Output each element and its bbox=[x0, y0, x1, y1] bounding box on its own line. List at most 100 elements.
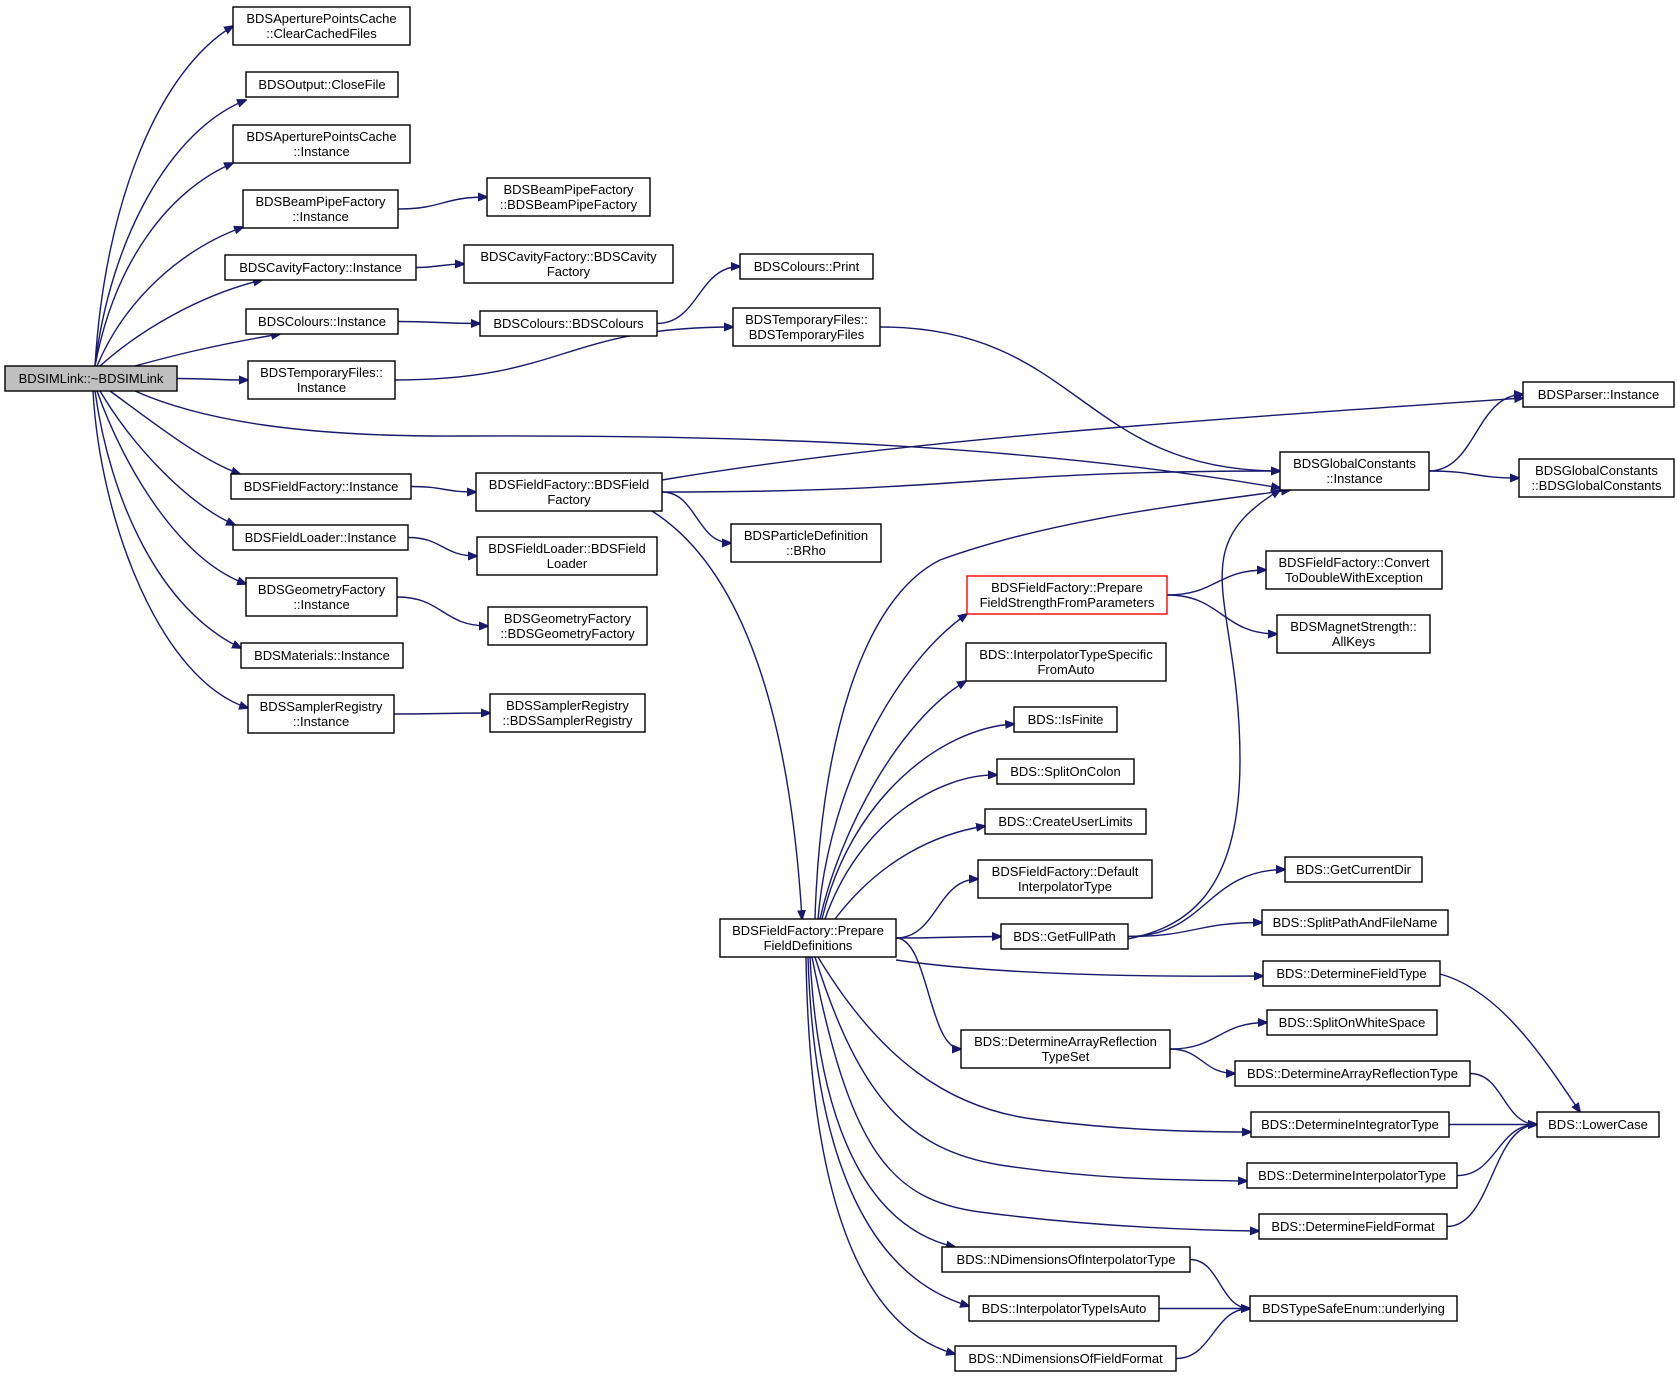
node-box[interactable] bbox=[966, 575, 1168, 615]
node-box[interactable] bbox=[977, 859, 1153, 899]
node-box[interactable] bbox=[240, 642, 404, 669]
node-dit[interactable]: BDS::DetermineIntegratorType bbox=[1250, 1111, 1450, 1138]
node-srCtor[interactable]: BDSSamplerRegistry::BDSSamplerRegistry bbox=[489, 693, 646, 733]
node-box[interactable] bbox=[954, 1345, 1177, 1372]
node-box[interactable] bbox=[1261, 909, 1449, 936]
node-box[interactable] bbox=[230, 473, 412, 500]
node-srInst[interactable]: BDSSamplerRegistry::Instance bbox=[247, 694, 395, 734]
node-box[interactable] bbox=[739, 253, 874, 280]
node-box[interactable] bbox=[1013, 706, 1118, 733]
node-splitWS[interactable]: BDS::SplitOnWhiteSpace bbox=[1266, 1009, 1438, 1036]
node-box[interactable] bbox=[487, 606, 648, 646]
node-gcInst[interactable]: BDSGlobalConstants::Instance bbox=[1279, 451, 1430, 491]
node-bpfInst[interactable]: BDSBeamPipeFactory::Instance bbox=[242, 189, 399, 229]
node-box[interactable] bbox=[1000, 923, 1129, 950]
node-box[interactable] bbox=[232, 524, 409, 551]
node-convert[interactable]: BDSFieldFactory::ConvertToDoubleWithExce… bbox=[1265, 550, 1443, 590]
node-ndff[interactable]: BDS::NDimensionsOfFieldFormat bbox=[954, 1345, 1177, 1372]
node-box[interactable] bbox=[1249, 1295, 1458, 1322]
node-box[interactable] bbox=[1262, 960, 1441, 987]
node-colInst[interactable]: BDSColours::Instance bbox=[245, 308, 399, 335]
node-flInst[interactable]: BDSFieldLoader::Instance bbox=[232, 524, 409, 551]
node-box[interactable] bbox=[960, 1029, 1171, 1069]
node-gcCtor[interactable]: BDSGlobalConstants::BDSGlobalConstants bbox=[1518, 458, 1675, 498]
node-box[interactable] bbox=[247, 360, 396, 400]
node-box[interactable] bbox=[476, 536, 658, 576]
node-box[interactable] bbox=[984, 808, 1147, 835]
node-tmpInst[interactable]: BDSTemporaryFiles::Instance bbox=[247, 360, 396, 400]
node-itia[interactable]: BDS::InterpolatorTypeIsAuto bbox=[968, 1295, 1160, 1322]
node-box[interactable] bbox=[245, 577, 398, 617]
node-bpfCtor[interactable]: BDSBeamPipeFactory::BDSBeamPipeFactory bbox=[486, 177, 651, 217]
node-dart[interactable]: BDS::DetermineArrayReflectionType bbox=[1234, 1060, 1471, 1087]
node-flCtor[interactable]: BDSFieldLoader::BDSFieldLoader bbox=[476, 536, 658, 576]
node-box[interactable] bbox=[245, 71, 399, 98]
node-allKeys[interactable]: BDSMagnetStrength::AllKeys bbox=[1276, 614, 1431, 654]
node-colPrint[interactable]: BDSColours::Print bbox=[739, 253, 874, 280]
node-cavInst[interactable]: BDSCavityFactory::Instance bbox=[224, 254, 417, 281]
node-box[interactable] bbox=[965, 642, 1167, 682]
node-tmpCtor[interactable]: BDSTemporaryFiles::BDSTemporaryFiles bbox=[732, 307, 881, 347]
node-box[interactable] bbox=[1234, 1060, 1471, 1087]
node-box[interactable] bbox=[1258, 1213, 1448, 1240]
node-box[interactable] bbox=[479, 310, 658, 337]
node-box[interactable] bbox=[1266, 1009, 1438, 1036]
node-dinterp[interactable]: BDS::DetermineInterpolatorType bbox=[1246, 1162, 1458, 1189]
node-box[interactable] bbox=[1246, 1162, 1458, 1189]
node-box[interactable] bbox=[232, 124, 411, 164]
node-box[interactable] bbox=[224, 254, 417, 281]
node-box[interactable] bbox=[1265, 550, 1443, 590]
node-box[interactable] bbox=[1276, 614, 1431, 654]
node-underlying[interactable]: BDSTypeSafeEnum::underlying bbox=[1249, 1295, 1458, 1322]
node-box[interactable] bbox=[730, 523, 882, 563]
node-box[interactable] bbox=[1522, 381, 1675, 408]
node-box[interactable] bbox=[247, 694, 395, 734]
node-dff[interactable]: BDS::DetermineFieldFormat bbox=[1258, 1213, 1448, 1240]
node-box[interactable] bbox=[1536, 1111, 1660, 1138]
node-box[interactable] bbox=[1250, 1111, 1450, 1138]
node-brho[interactable]: BDSParticleDefinition::BRho bbox=[730, 523, 882, 563]
node-box[interactable] bbox=[968, 1295, 1160, 1322]
node-apcClear[interactable]: BDSAperturePointsCache::ClearCachedFiles bbox=[232, 6, 411, 46]
node-ffInst[interactable]: BDSFieldFactory::Instance bbox=[230, 473, 412, 500]
node-root[interactable]: BDSIMLink::~BDSIMLink bbox=[4, 365, 178, 392]
node-box[interactable] bbox=[1284, 856, 1423, 883]
node-box[interactable] bbox=[941, 1246, 1191, 1273]
node-outClose[interactable]: BDSOutput::CloseFile bbox=[245, 71, 399, 98]
node-isFinite[interactable]: BDS::IsFinite bbox=[1013, 706, 1118, 733]
node-ndit[interactable]: BDS::NDimensionsOfInterpolatorType bbox=[941, 1246, 1191, 1273]
node-box[interactable] bbox=[996, 758, 1135, 785]
node-box[interactable] bbox=[242, 189, 399, 229]
node-splitPath[interactable]: BDS::SplitPathAndFileName bbox=[1261, 909, 1449, 936]
node-splitColon[interactable]: BDS::SplitOnColon bbox=[996, 758, 1135, 785]
node-box[interactable] bbox=[1518, 458, 1675, 498]
node-cavCtor[interactable]: BDSCavityFactory::BDSCavityFactory bbox=[463, 244, 674, 284]
node-box[interactable] bbox=[245, 308, 399, 335]
node-cul[interactable]: BDS::CreateUserLimits bbox=[984, 808, 1147, 835]
node-fullPath[interactable]: BDS::GetFullPath bbox=[1000, 923, 1129, 950]
node-box[interactable] bbox=[1279, 451, 1430, 491]
node-geoInst[interactable]: BDSGeometryFactory::Instance bbox=[245, 577, 398, 617]
node-box[interactable] bbox=[4, 365, 178, 392]
node-curDir[interactable]: BDS::GetCurrentDir bbox=[1284, 856, 1423, 883]
node-dft[interactable]: BDS::DetermineFieldType bbox=[1262, 960, 1441, 987]
node-box[interactable] bbox=[719, 918, 897, 958]
node-lower[interactable]: BDS::LowerCase bbox=[1536, 1111, 1660, 1138]
node-colCtor[interactable]: BDSColours::BDSColours bbox=[479, 310, 658, 337]
node-prepFSP[interactable]: BDSFieldFactory::PrepareFieldStrengthFro… bbox=[966, 575, 1168, 615]
node-box[interactable] bbox=[489, 693, 646, 733]
node-box[interactable] bbox=[486, 177, 651, 217]
node-box[interactable] bbox=[732, 307, 881, 347]
node-matInst[interactable]: BDSMaterials::Instance bbox=[240, 642, 404, 669]
node-parser[interactable]: BDSParser::Instance bbox=[1522, 381, 1675, 408]
node-apcInst[interactable]: BDSAperturePointsCache::Instance bbox=[232, 124, 411, 164]
node-ffCtor[interactable]: BDSFieldFactory::BDSFieldFactory bbox=[475, 472, 663, 512]
node-box[interactable] bbox=[475, 472, 663, 512]
node-box[interactable] bbox=[232, 6, 411, 46]
node-box[interactable] bbox=[463, 244, 674, 284]
node-geoCtor[interactable]: BDSGeometryFactory::BDSGeometryFactory bbox=[487, 606, 648, 646]
